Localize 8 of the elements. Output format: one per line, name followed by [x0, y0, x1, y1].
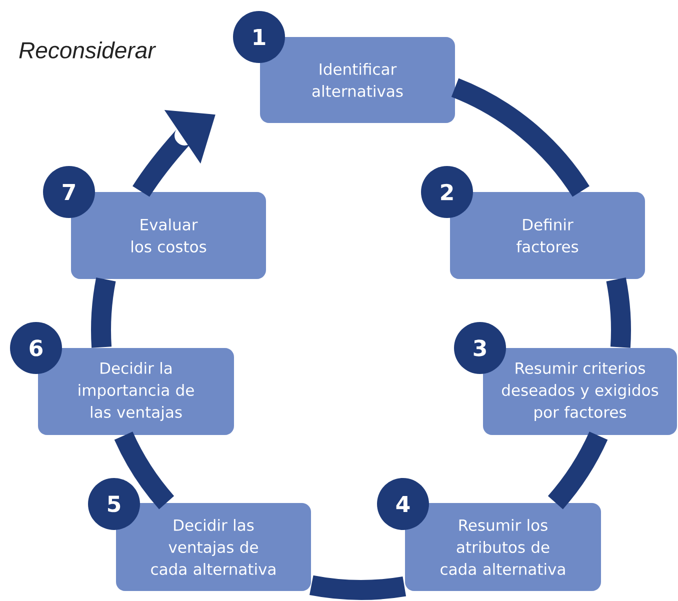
step-box: Evaluar los costos: [71, 192, 266, 279]
ring-segment: [91, 278, 116, 348]
ring-segment: [451, 78, 590, 197]
ring-segment: [606, 278, 631, 348]
step-number: 7: [43, 166, 95, 218]
ring-segment: [548, 432, 608, 510]
title: Reconsiderar: [19, 42, 156, 58]
ring-segment: [310, 575, 406, 600]
